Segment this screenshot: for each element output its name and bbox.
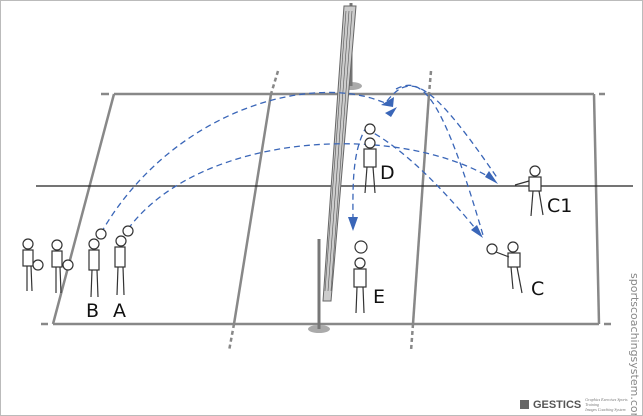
path-d-to-e [352,125,368,227]
players [22,123,544,314]
player-c1 [514,165,544,217]
path-b-to-net [100,91,386,234]
attack-line-left [232,93,273,325]
label-e: E [373,286,386,308]
brand-tagline-2: Images Coaching System [585,407,626,412]
ball-paths [100,84,499,236]
right-sideline [592,93,601,325]
net [308,3,362,333]
brand-name: GESTICS [532,398,582,411]
path-a-to-c1 [127,143,497,230]
player-waiting-1 [22,238,44,292]
path-loop-c [395,84,484,236]
brand-tagline: Graphics Exercises Sports Training Image… [585,397,642,412]
path-d-to-c [365,128,480,234]
watermark: sportscoachingsystem.com [628,273,641,416]
path-loop-c1 [386,85,499,180]
label-d: D [380,162,395,184]
court-lines [41,70,611,352]
player-waiting-2 [51,239,74,294]
brand-tagline-1: Graphics Exercises Sports Training [585,397,628,407]
attack-line-right [411,93,431,325]
left-sideline [51,93,116,325]
player-d [363,123,377,194]
label-a: A [113,300,126,322]
player-c [486,241,523,294]
label-b: B [86,300,100,322]
player-a [114,225,134,296]
label-c: C [531,278,545,300]
gestics-logo-icon [520,400,529,409]
player-e [353,240,368,314]
player-b [88,228,107,298]
brand: GESTICS Graphics Exercises Sports Traini… [520,397,642,412]
arrowheads [348,97,498,238]
label-c1: C1 [547,195,573,217]
